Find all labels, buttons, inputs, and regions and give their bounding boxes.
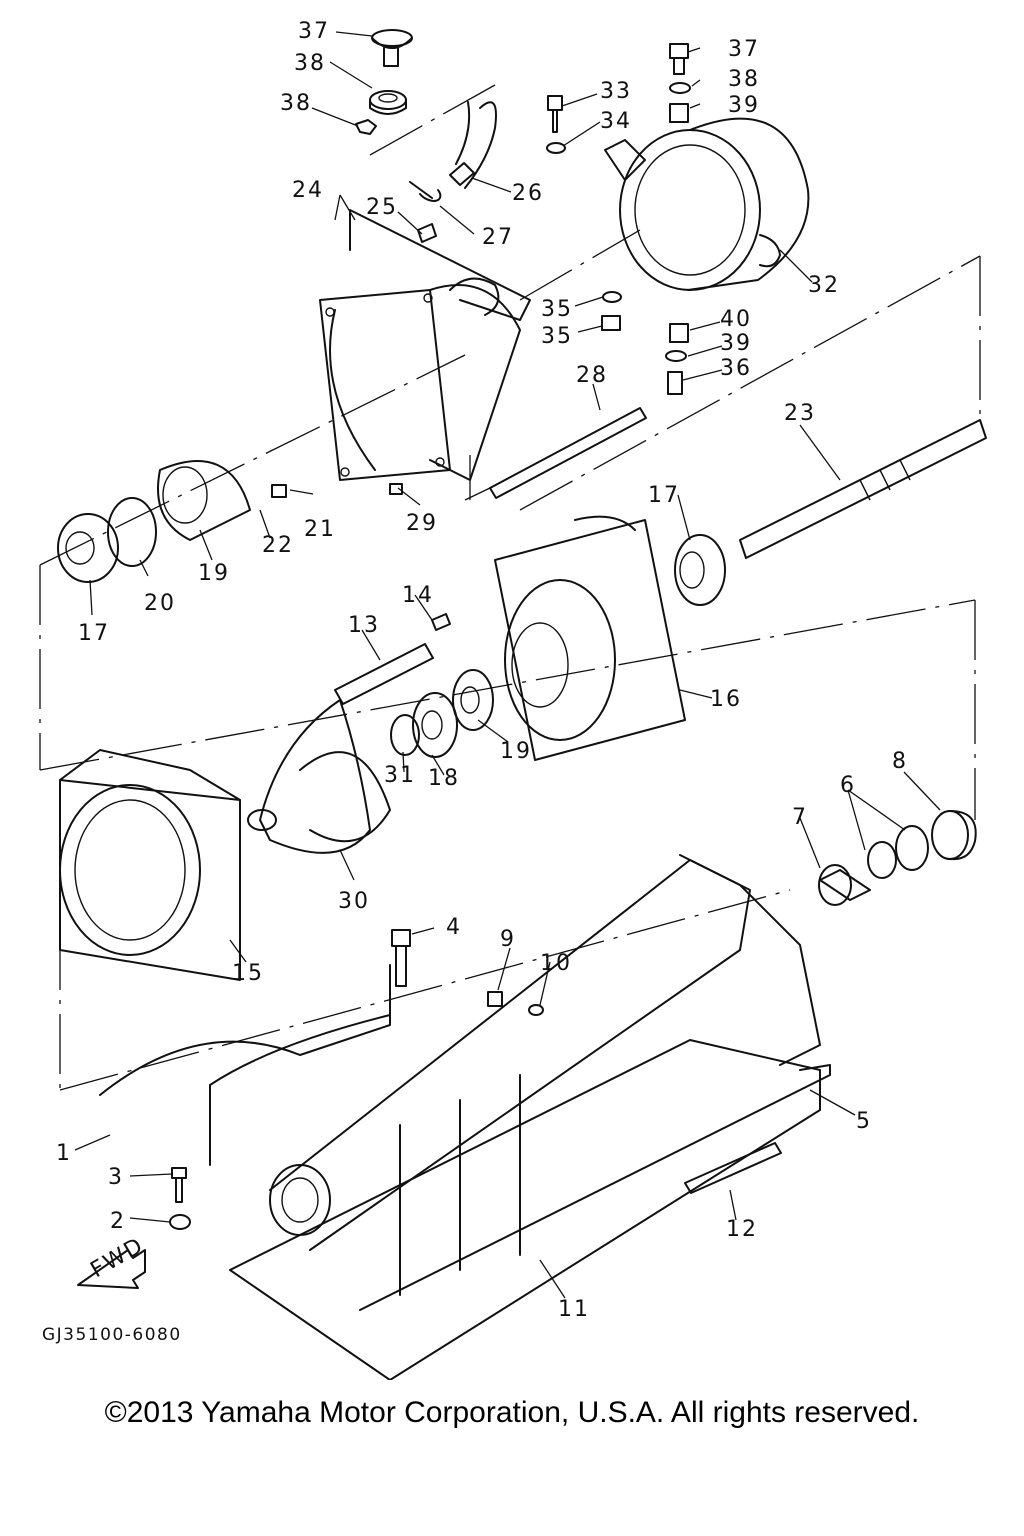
copyright-notice: ©2013 Yamaha Motor Corporation, U.S.A. A… (104, 1396, 920, 1429)
callout-7: 7 (792, 805, 808, 830)
impeller-housing (494, 515, 726, 761)
coupling-parts (818, 810, 977, 906)
drawing-code: GJ35100-6080 (42, 1325, 182, 1345)
forward-direction-arrow: FWD (77, 1233, 149, 1289)
duct-housing (319, 194, 531, 481)
callout-34: 33 (600, 79, 632, 104)
hose-assembly (409, 101, 497, 202)
callout-14: 14 (402, 583, 434, 608)
callout-13: 13 (348, 613, 380, 638)
callout-21: 20 (144, 591, 176, 616)
callout-42: 38 (280, 91, 312, 116)
callout-1: 1 (56, 1141, 72, 1166)
leader-lines (74, 31, 941, 1299)
callout-32: 31 (384, 763, 416, 788)
callout-23: 22 (262, 533, 294, 558)
callout-36: 35 (541, 324, 573, 349)
drive-shaft (389, 407, 987, 559)
cap-assembly (355, 29, 496, 156)
callout-20: 19 (198, 561, 230, 586)
callout-26: 25 (366, 195, 398, 220)
callout-3: 3 (108, 1165, 124, 1190)
impeller (247, 699, 391, 854)
callout-38-top: 38 (728, 67, 760, 92)
callout-27: 26 (512, 181, 544, 206)
callout-17-right: 17 (648, 483, 680, 508)
exploded-parts-diagram: FWD 37 38 38 24 25 26 27 (39, 19, 987, 1380)
callout-2: 2 (110, 1209, 126, 1234)
callout-35-bottom: 35 (541, 297, 573, 322)
callout-35-top: 34 (600, 109, 632, 134)
assembly-lines (39, 255, 981, 1091)
hull-hardware (169, 929, 782, 1230)
callout-37-top: 37 (728, 37, 760, 62)
callout-24: 23 (784, 401, 816, 426)
callout-9: 9 (500, 927, 516, 952)
callout-37-bottom: 36 (720, 356, 752, 381)
callout-10: 10 (540, 951, 572, 976)
callout-28: 27 (482, 225, 514, 250)
callout-40: 37 (298, 19, 330, 44)
callout-11: 11 (558, 1297, 590, 1322)
callout-22: 21 (304, 517, 336, 542)
steering-nozzle (519, 117, 810, 301)
callout-18: 18 (428, 766, 460, 791)
callout-19: 19 (500, 739, 532, 764)
callout-29: 28 (576, 363, 608, 388)
callout-25: 24 (292, 178, 324, 203)
callout-30: 29 (406, 511, 438, 536)
callout-5: 5 (856, 1109, 872, 1134)
callout-41: 38 (294, 51, 326, 76)
callout-8: 8 (892, 749, 908, 774)
hull-housing (99, 854, 831, 1380)
callout-31: 30 (338, 889, 370, 914)
callout-6: 6 (840, 773, 856, 798)
pump-housing (59, 749, 241, 981)
callout-17-left: 17 (78, 621, 110, 646)
callout-16: 16 (710, 687, 742, 712)
callout-4: 4 (446, 915, 462, 940)
callout-38-bottom: 39 (720, 331, 752, 356)
callout-labels: 37 38 38 24 25 26 27 33 34 37 38 39 32 3… (56, 19, 908, 1322)
callout-15: 15 (232, 961, 264, 986)
intake-cone (57, 460, 287, 583)
callout-39-top: 39 (728, 93, 760, 118)
callout-33: 32 (808, 273, 840, 298)
callout-12: 12 (726, 1217, 758, 1242)
callout-39-bottom: 40 (720, 307, 752, 332)
